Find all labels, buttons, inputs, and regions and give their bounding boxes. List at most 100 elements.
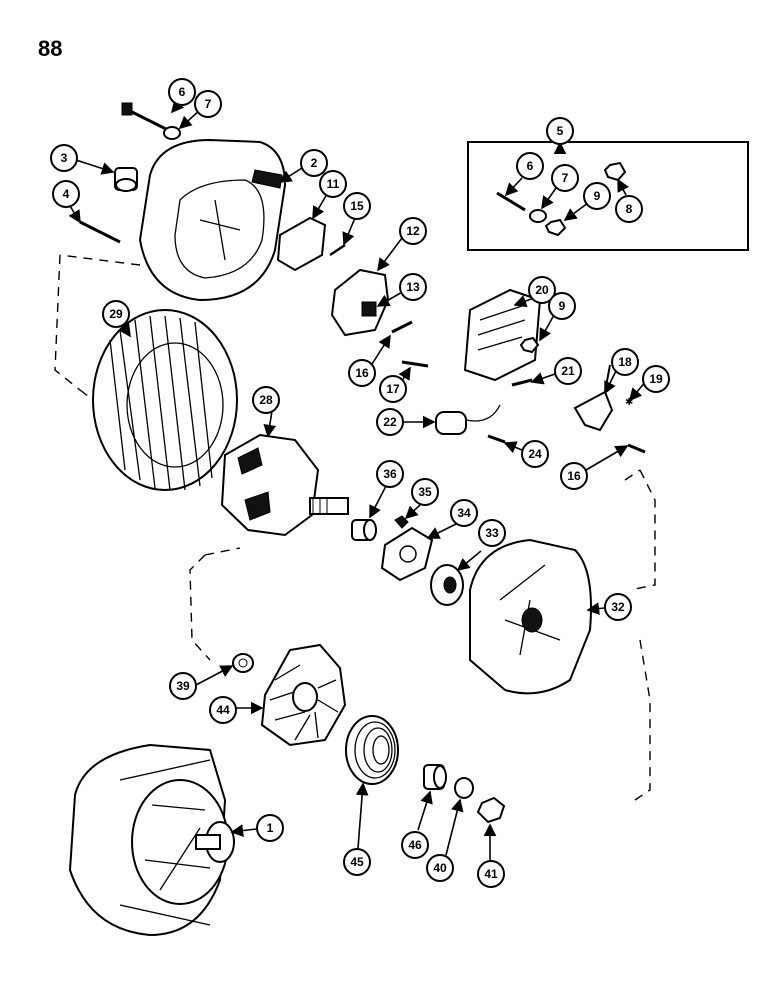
callout-6b: 6 xyxy=(516,152,544,180)
leader-18 xyxy=(604,370,617,395)
pulley-spacer-part xyxy=(423,764,447,790)
callout-7b: 7 xyxy=(551,164,579,192)
leader-12 xyxy=(377,233,406,272)
svg-text:15: 15 xyxy=(350,199,364,213)
nut-9-part xyxy=(519,336,540,354)
callout-9b: 9 xyxy=(548,292,576,320)
svg-text:8: 8 xyxy=(626,202,633,216)
callout-32: 32 xyxy=(604,593,632,621)
leader-16a xyxy=(371,334,391,365)
pulley-part xyxy=(345,715,399,785)
callout-46: 46 xyxy=(401,831,429,859)
leader-6b xyxy=(504,177,523,197)
callout-8: 8 xyxy=(615,195,643,223)
svg-text:39: 39 xyxy=(176,679,190,693)
callout-11: 11 xyxy=(319,170,347,198)
callout-20: 20 xyxy=(528,276,556,304)
svg-text:28: 28 xyxy=(259,393,273,407)
callout-21: 21 xyxy=(554,357,582,385)
svg-text:21: 21 xyxy=(561,364,575,378)
leader-28 xyxy=(263,410,277,438)
leader-46 xyxy=(417,790,433,831)
callout-36: 36 xyxy=(376,460,404,488)
leader-13 xyxy=(376,290,405,307)
svg-text:12: 12 xyxy=(406,224,420,238)
callout-1: 1 xyxy=(256,814,284,842)
end-frame-part xyxy=(138,138,287,302)
leader-8 xyxy=(617,178,629,196)
callout-9a: 9 xyxy=(583,182,611,210)
terminal-nut-glyph: ✱ xyxy=(625,397,633,408)
rotor-part xyxy=(220,433,349,537)
retainer-hole xyxy=(399,545,417,563)
callout-16b: 16 xyxy=(560,462,588,490)
svg-text:5: 5 xyxy=(557,124,564,138)
callout-41: 41 xyxy=(477,860,505,888)
bearing-part xyxy=(430,564,464,606)
callout-24: 24 xyxy=(521,440,549,468)
callout-33: 33 xyxy=(478,519,506,547)
leader-9a xyxy=(563,202,589,221)
callout-16a: 16 xyxy=(348,359,376,387)
fan-part xyxy=(260,643,347,747)
svg-text:45: 45 xyxy=(350,855,364,869)
leader-11 xyxy=(312,193,328,220)
bushing-part xyxy=(114,167,138,192)
page-number: 88 xyxy=(38,36,63,61)
brush-holder-part xyxy=(330,268,390,337)
svg-text:17: 17 xyxy=(386,382,400,396)
alternator-assembly-part xyxy=(68,743,235,937)
svg-text:44: 44 xyxy=(216,703,230,717)
svg-text:35: 35 xyxy=(418,485,432,499)
stator-part xyxy=(92,309,238,491)
svg-text:33: 33 xyxy=(485,526,499,540)
leader-21 xyxy=(530,372,556,385)
leader-24 xyxy=(503,441,523,454)
leader-7a xyxy=(178,109,201,130)
drive-end-frame-part xyxy=(469,538,592,695)
screw-part xyxy=(329,243,346,257)
bolt-part xyxy=(121,102,169,132)
svg-text:19: 19 xyxy=(649,372,663,386)
svg-text:41: 41 xyxy=(484,867,498,881)
svg-text:16: 16 xyxy=(567,469,581,483)
callout-2: 2 xyxy=(300,149,328,177)
svg-text:34: 34 xyxy=(457,506,471,520)
svg-text:7: 7 xyxy=(205,97,212,111)
leader-3 xyxy=(75,159,115,175)
svg-text:4: 4 xyxy=(63,187,70,201)
kit-nut-part xyxy=(544,218,567,237)
leader-2 xyxy=(278,167,303,183)
svg-text:7: 7 xyxy=(562,171,569,185)
svg-text:36: 36 xyxy=(383,467,397,481)
leader-33 xyxy=(456,550,482,572)
callout-44: 44 xyxy=(209,696,237,724)
svg-text:20: 20 xyxy=(535,283,549,297)
callout-15: 15 xyxy=(343,192,371,220)
callout-7a: 7 xyxy=(194,90,222,118)
svg-text:40: 40 xyxy=(433,861,447,875)
screw-35-part xyxy=(394,515,409,529)
diode-part xyxy=(511,378,533,387)
svg-text:3: 3 xyxy=(61,151,68,165)
screw-17-part xyxy=(401,360,429,368)
leader-16b xyxy=(585,445,629,471)
callout-22: 22 xyxy=(376,408,404,436)
svg-text:46: 46 xyxy=(408,838,422,852)
screw-16-part xyxy=(391,320,413,334)
rectifier-part xyxy=(463,288,542,382)
brush-bracket-part xyxy=(276,216,327,272)
lock-washer-part xyxy=(454,777,474,799)
kit-bolt-part xyxy=(496,191,526,212)
leader-7b xyxy=(541,187,557,210)
leader-34 xyxy=(426,523,457,539)
callout-34: 34 xyxy=(450,499,478,527)
svg-text:2: 2 xyxy=(311,156,318,170)
svg-text:24: 24 xyxy=(528,447,542,461)
leader-35 xyxy=(404,504,421,520)
callout-28: 28 xyxy=(252,386,280,414)
callout-17: 17 xyxy=(379,375,407,403)
svg-text:16: 16 xyxy=(355,366,369,380)
screw-16b-part xyxy=(627,443,646,454)
